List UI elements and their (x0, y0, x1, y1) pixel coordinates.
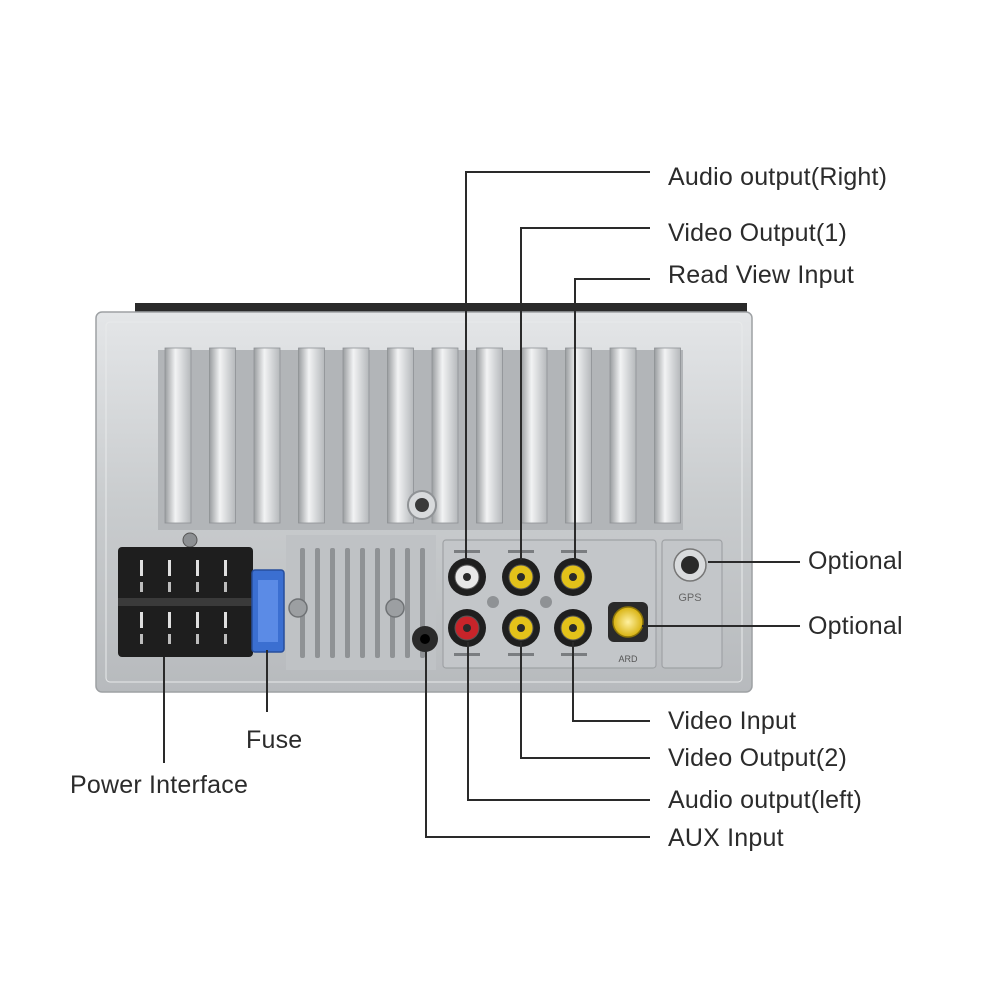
vent-slot (360, 548, 365, 658)
vent-slot (345, 548, 350, 658)
panel-screw-1 (487, 596, 499, 608)
vent-slot-group (300, 548, 425, 658)
label-optional-ard: Optional (808, 611, 903, 641)
connector-screw (183, 533, 197, 547)
connector-pin (168, 612, 171, 628)
vent-slots (286, 535, 436, 670)
connector-pin (224, 560, 227, 576)
gps-port-hole (681, 556, 699, 574)
connector-pin (224, 612, 227, 628)
connector-pin (140, 634, 143, 644)
connector-pin (168, 634, 171, 644)
aux-jack (412, 626, 438, 652)
rca-jack-pin (569, 624, 577, 632)
rca-jack-pin (517, 573, 525, 581)
connector-pin (196, 582, 199, 592)
connector-pin (168, 560, 171, 576)
vent-slot (315, 548, 320, 658)
label-video-input: Video Input (668, 706, 796, 736)
screw-right (386, 599, 404, 617)
rca-panel: ARD (443, 540, 656, 668)
heat-sink-fin (432, 348, 458, 523)
label-optional-gps: Optional (808, 546, 903, 576)
heat-sink-fin (299, 348, 325, 523)
ard-port-label: ARD (618, 654, 638, 664)
heat-sink-fin (477, 348, 503, 523)
heat-sink-fin (343, 348, 369, 523)
screw-left (289, 599, 307, 617)
label-read-view-input: Read View Input (668, 260, 854, 290)
heat-sink (158, 348, 683, 530)
ard-port-yellow (613, 607, 643, 637)
vent-slot (405, 548, 410, 658)
vent-slot (375, 548, 380, 658)
rca-jack-pin (463, 624, 471, 632)
label-aux-input: AUX Input (668, 823, 784, 853)
gps-port-label: GPS (678, 592, 701, 604)
label-power-interface: Power Interface (70, 770, 248, 800)
connector-pin (168, 582, 171, 592)
connector-pin (196, 634, 199, 644)
vent-slot (330, 548, 335, 658)
label-video-output-2: Video Output(2) (668, 743, 847, 773)
heat-sink-fin (566, 348, 592, 523)
heat-sink-fin (655, 348, 681, 523)
label-audio-output-left: Audio output(left) (668, 785, 862, 815)
connector-pin (196, 612, 199, 628)
connector-pin (196, 560, 199, 576)
heat-sink-fin (610, 348, 636, 523)
mount-hole-center (415, 498, 429, 512)
label-fuse: Fuse (246, 725, 302, 755)
heat-sink-fin (521, 348, 547, 523)
heat-sink-fin (254, 348, 280, 523)
iso-connector-divider (118, 598, 253, 606)
label-audio-output-right: Audio output(Right) (668, 162, 887, 192)
fuse-element (258, 580, 278, 642)
connector-pin (140, 582, 143, 592)
heat-sink-fin (165, 348, 191, 523)
rca-jack-pin (517, 624, 525, 632)
aux-jack-hole (420, 634, 430, 644)
connector-pin (140, 560, 143, 576)
panel-screw-2 (540, 596, 552, 608)
gps-panel: GPS (662, 540, 722, 668)
rca-jack-pin (569, 573, 577, 581)
rca-jack-pin (463, 573, 471, 581)
heat-sink-fin (210, 348, 236, 523)
connector-pin (224, 582, 227, 592)
connector-pin (224, 634, 227, 644)
label-video-output-1: Video Output(1) (668, 218, 847, 248)
connector-pin (140, 612, 143, 628)
